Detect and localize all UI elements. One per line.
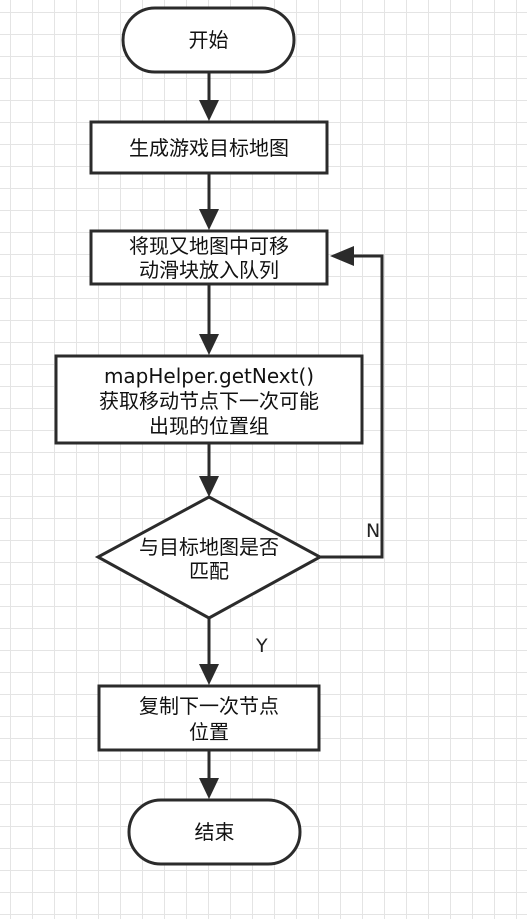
edge-label-no: N	[366, 520, 380, 542]
enqueue-label-line-2: 动滑块放入队列	[139, 258, 279, 282]
enqueue-label-line-1: 将现又地图中可移	[129, 234, 289, 258]
get-next-label-line-3: 出现的位置组	[149, 414, 269, 438]
start-label: 开始	[189, 28, 229, 52]
arrowhead-start-to-generate	[199, 100, 219, 121]
match-decision-node: 与目标地图是否 匹配	[94, 495, 324, 620]
edge-label-yes: Y	[255, 635, 268, 657]
end-label: 结束	[195, 820, 235, 844]
copy-position-node: 复制下一次节点 位置	[97, 684, 321, 752]
start-terminal-shape	[121, 6, 296, 74]
edges	[199, 72, 384, 799]
copy-position-label-line-2: 位置	[189, 720, 229, 744]
generate-target-label: 生成游戏目标地图	[129, 136, 289, 160]
enqueue-box	[89, 229, 329, 286]
arrowhead-generate-to-enqueue	[199, 209, 219, 230]
generate-target-box	[89, 120, 329, 175]
get-next-box	[54, 354, 364, 445]
arrowhead-copy-to-end	[199, 778, 219, 799]
get-next-label-line-2: 获取移动节点下一次可能	[99, 389, 319, 413]
end-terminal-shape	[127, 798, 302, 866]
arrowhead-decision-yes	[199, 664, 219, 685]
get-next-label-line-1: mapHelper.getNext()	[104, 364, 314, 388]
get-next-node: mapHelper.getNext() 获取移动节点下一次可能 出现的位置组	[54, 354, 364, 445]
match-decision-diamond	[94, 495, 324, 620]
end-node: 结束	[127, 798, 302, 866]
arrowhead-decision-no-loop	[330, 246, 354, 266]
arrowhead-getnext-to-decision	[199, 476, 219, 497]
match-decision-label-line-2: 匹配	[189, 559, 229, 583]
start-node: 开始	[121, 6, 296, 74]
generate-target-node: 生成游戏目标地图	[89, 120, 329, 175]
edge-decision-no-loop	[320, 254, 384, 559]
copy-position-box	[97, 684, 321, 752]
enqueue-node: 将现又地图中可移 动滑块放入队列	[89, 229, 329, 286]
copy-position-label-line-1: 复制下一次节点	[139, 694, 279, 718]
match-decision-label-line-1: 与目标地图是否	[139, 535, 279, 559]
arrowhead-enqueue-to-getnext	[199, 334, 219, 355]
